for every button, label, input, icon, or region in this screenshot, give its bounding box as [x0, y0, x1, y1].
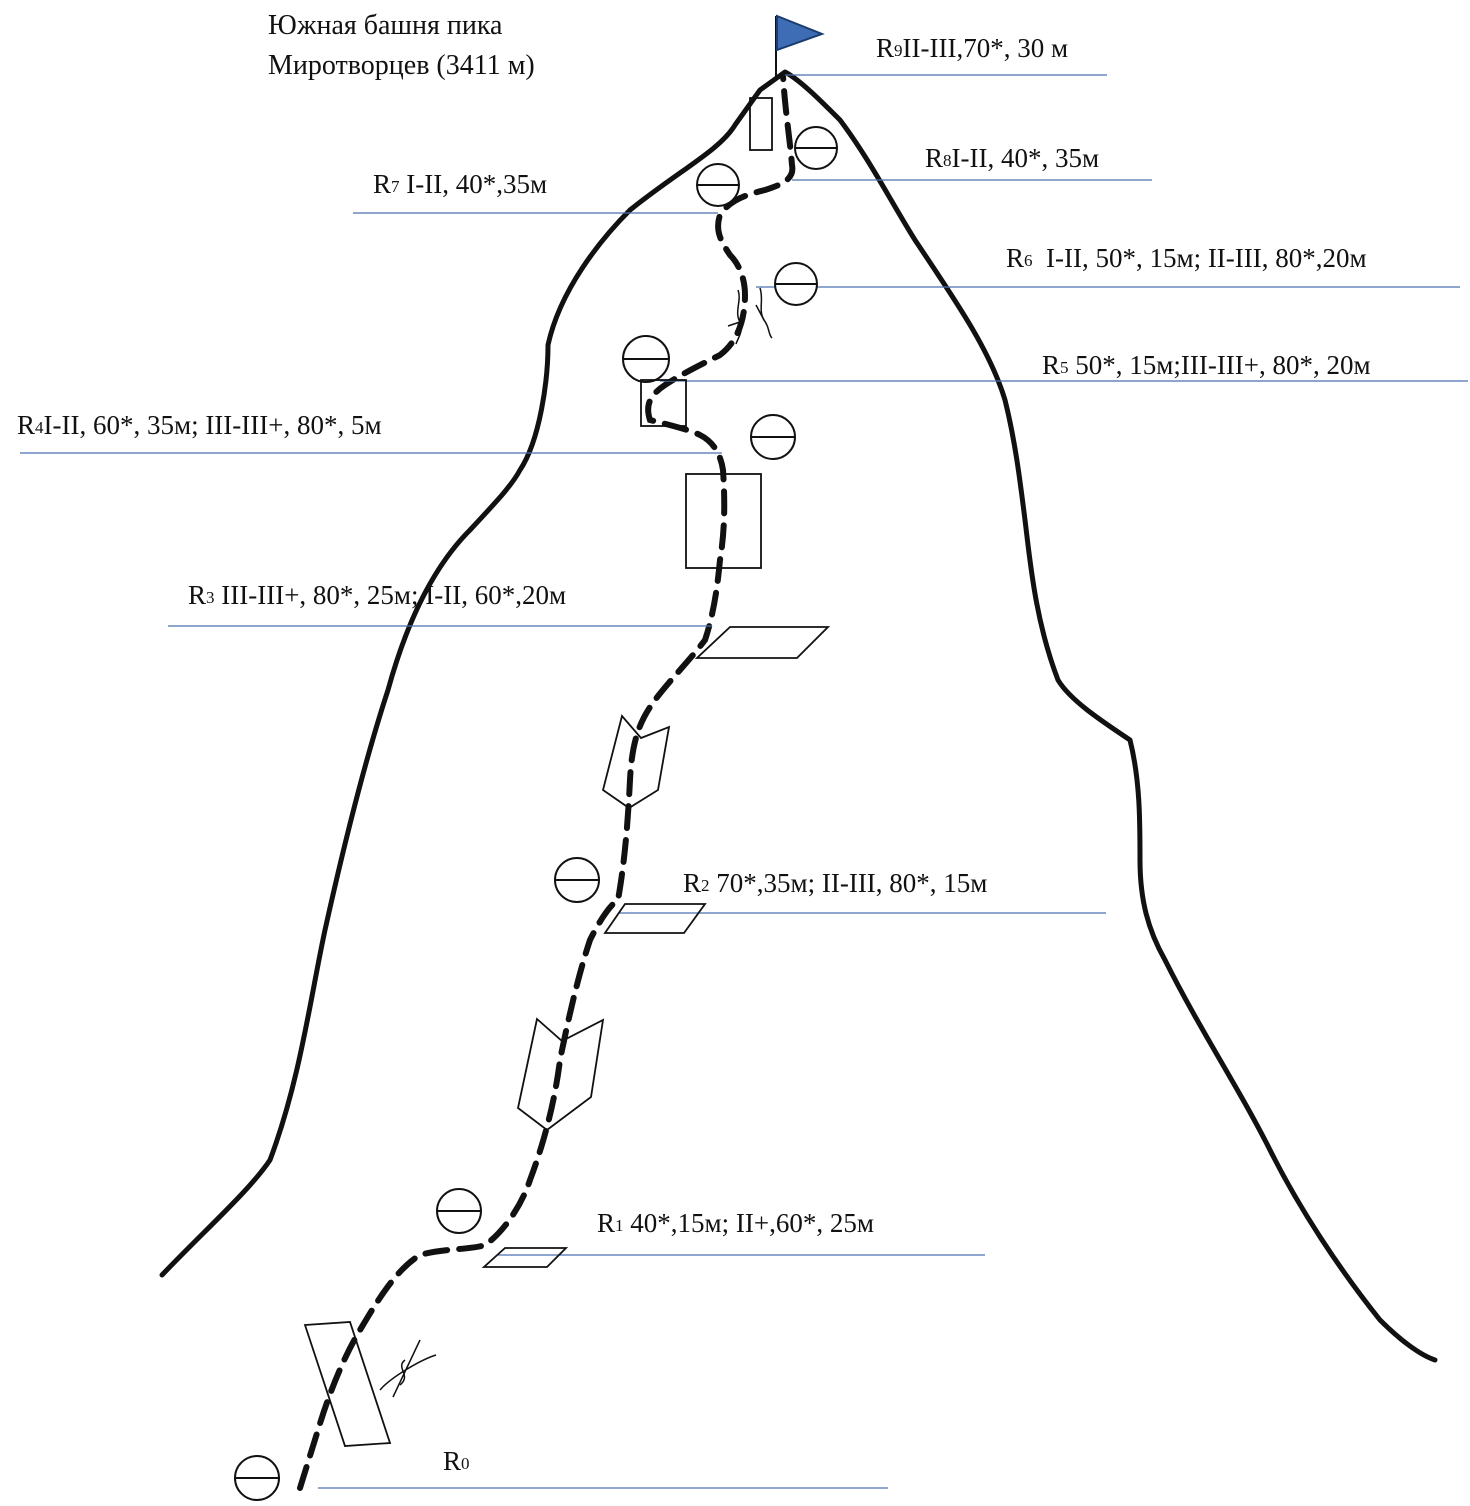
parallelogram-icon	[694, 626, 831, 659]
parallelogram-icon	[481, 1247, 569, 1268]
chevron-wall-icon	[601, 714, 671, 810]
circle-minus-icon	[774, 262, 818, 306]
pitch-label-r7: R7 I-II, 40*,35м	[373, 169, 548, 199]
chevron-wall-icon	[517, 1017, 605, 1132]
summit-title-line2: Миротворцев (3411 м)	[268, 50, 535, 81]
pitch-label-r4: R4I-II, 60*, 35м; III-III+, 80*, 5м	[17, 410, 382, 440]
rectangle-icon	[303, 1321, 392, 1447]
circle-minus-icon	[554, 857, 600, 903]
circle-minus-icon	[696, 163, 740, 207]
wall-sections	[303, 97, 773, 1447]
mountain-outline	[159, 69, 1438, 1363]
pitch-label-r5: R5 50*, 15м;III-III+, 80*, 20м	[1042, 350, 1371, 380]
belay-stations	[234, 126, 838, 1501]
pitch-label-r8: R8I-II, 40*, 35м	[925, 143, 1100, 173]
pitch-label-r9: R9II-III,70*, 30 м	[876, 33, 1069, 63]
summit-title: Южная башня пика Миротворцев (3411 м)	[268, 6, 535, 86]
rectangle-icon	[749, 97, 773, 151]
circle-minus-icon	[436, 1188, 482, 1234]
route-line	[297, 72, 796, 1491]
pitch-label-r0: R0	[443, 1446, 470, 1476]
pitch-label-r3: R3 III-III+, 80*, 25м; I-II, 60*,20м	[188, 580, 567, 610]
rectangle-icon	[685, 473, 762, 569]
pitch-label-r6: R6 I-II, 50*, 15м; II-III, 80*,20м	[1006, 243, 1367, 273]
flag-icon	[775, 14, 825, 78]
circle-minus-icon	[622, 335, 670, 383]
chimney-sections	[517, 714, 671, 1132]
crack-icon	[727, 287, 773, 345]
summit-title-line1: Южная башня пика	[268, 10, 503, 41]
parallelogram-icon	[603, 903, 707, 934]
circle-minus-icon	[750, 414, 796, 460]
circle-minus-icon	[234, 1455, 280, 1501]
circle-minus-icon	[794, 126, 838, 170]
leader-lines	[20, 74, 1468, 1489]
pitch-label-r2: R2 70*,35м; II-III, 80*, 15м	[683, 868, 988, 898]
pitch-label-r1: R1 40*,15м; II+,60*, 25м	[597, 1208, 874, 1238]
slab-sections	[481, 626, 831, 1268]
rectangle-icon	[640, 379, 687, 427]
crack-icon	[379, 1339, 437, 1398]
